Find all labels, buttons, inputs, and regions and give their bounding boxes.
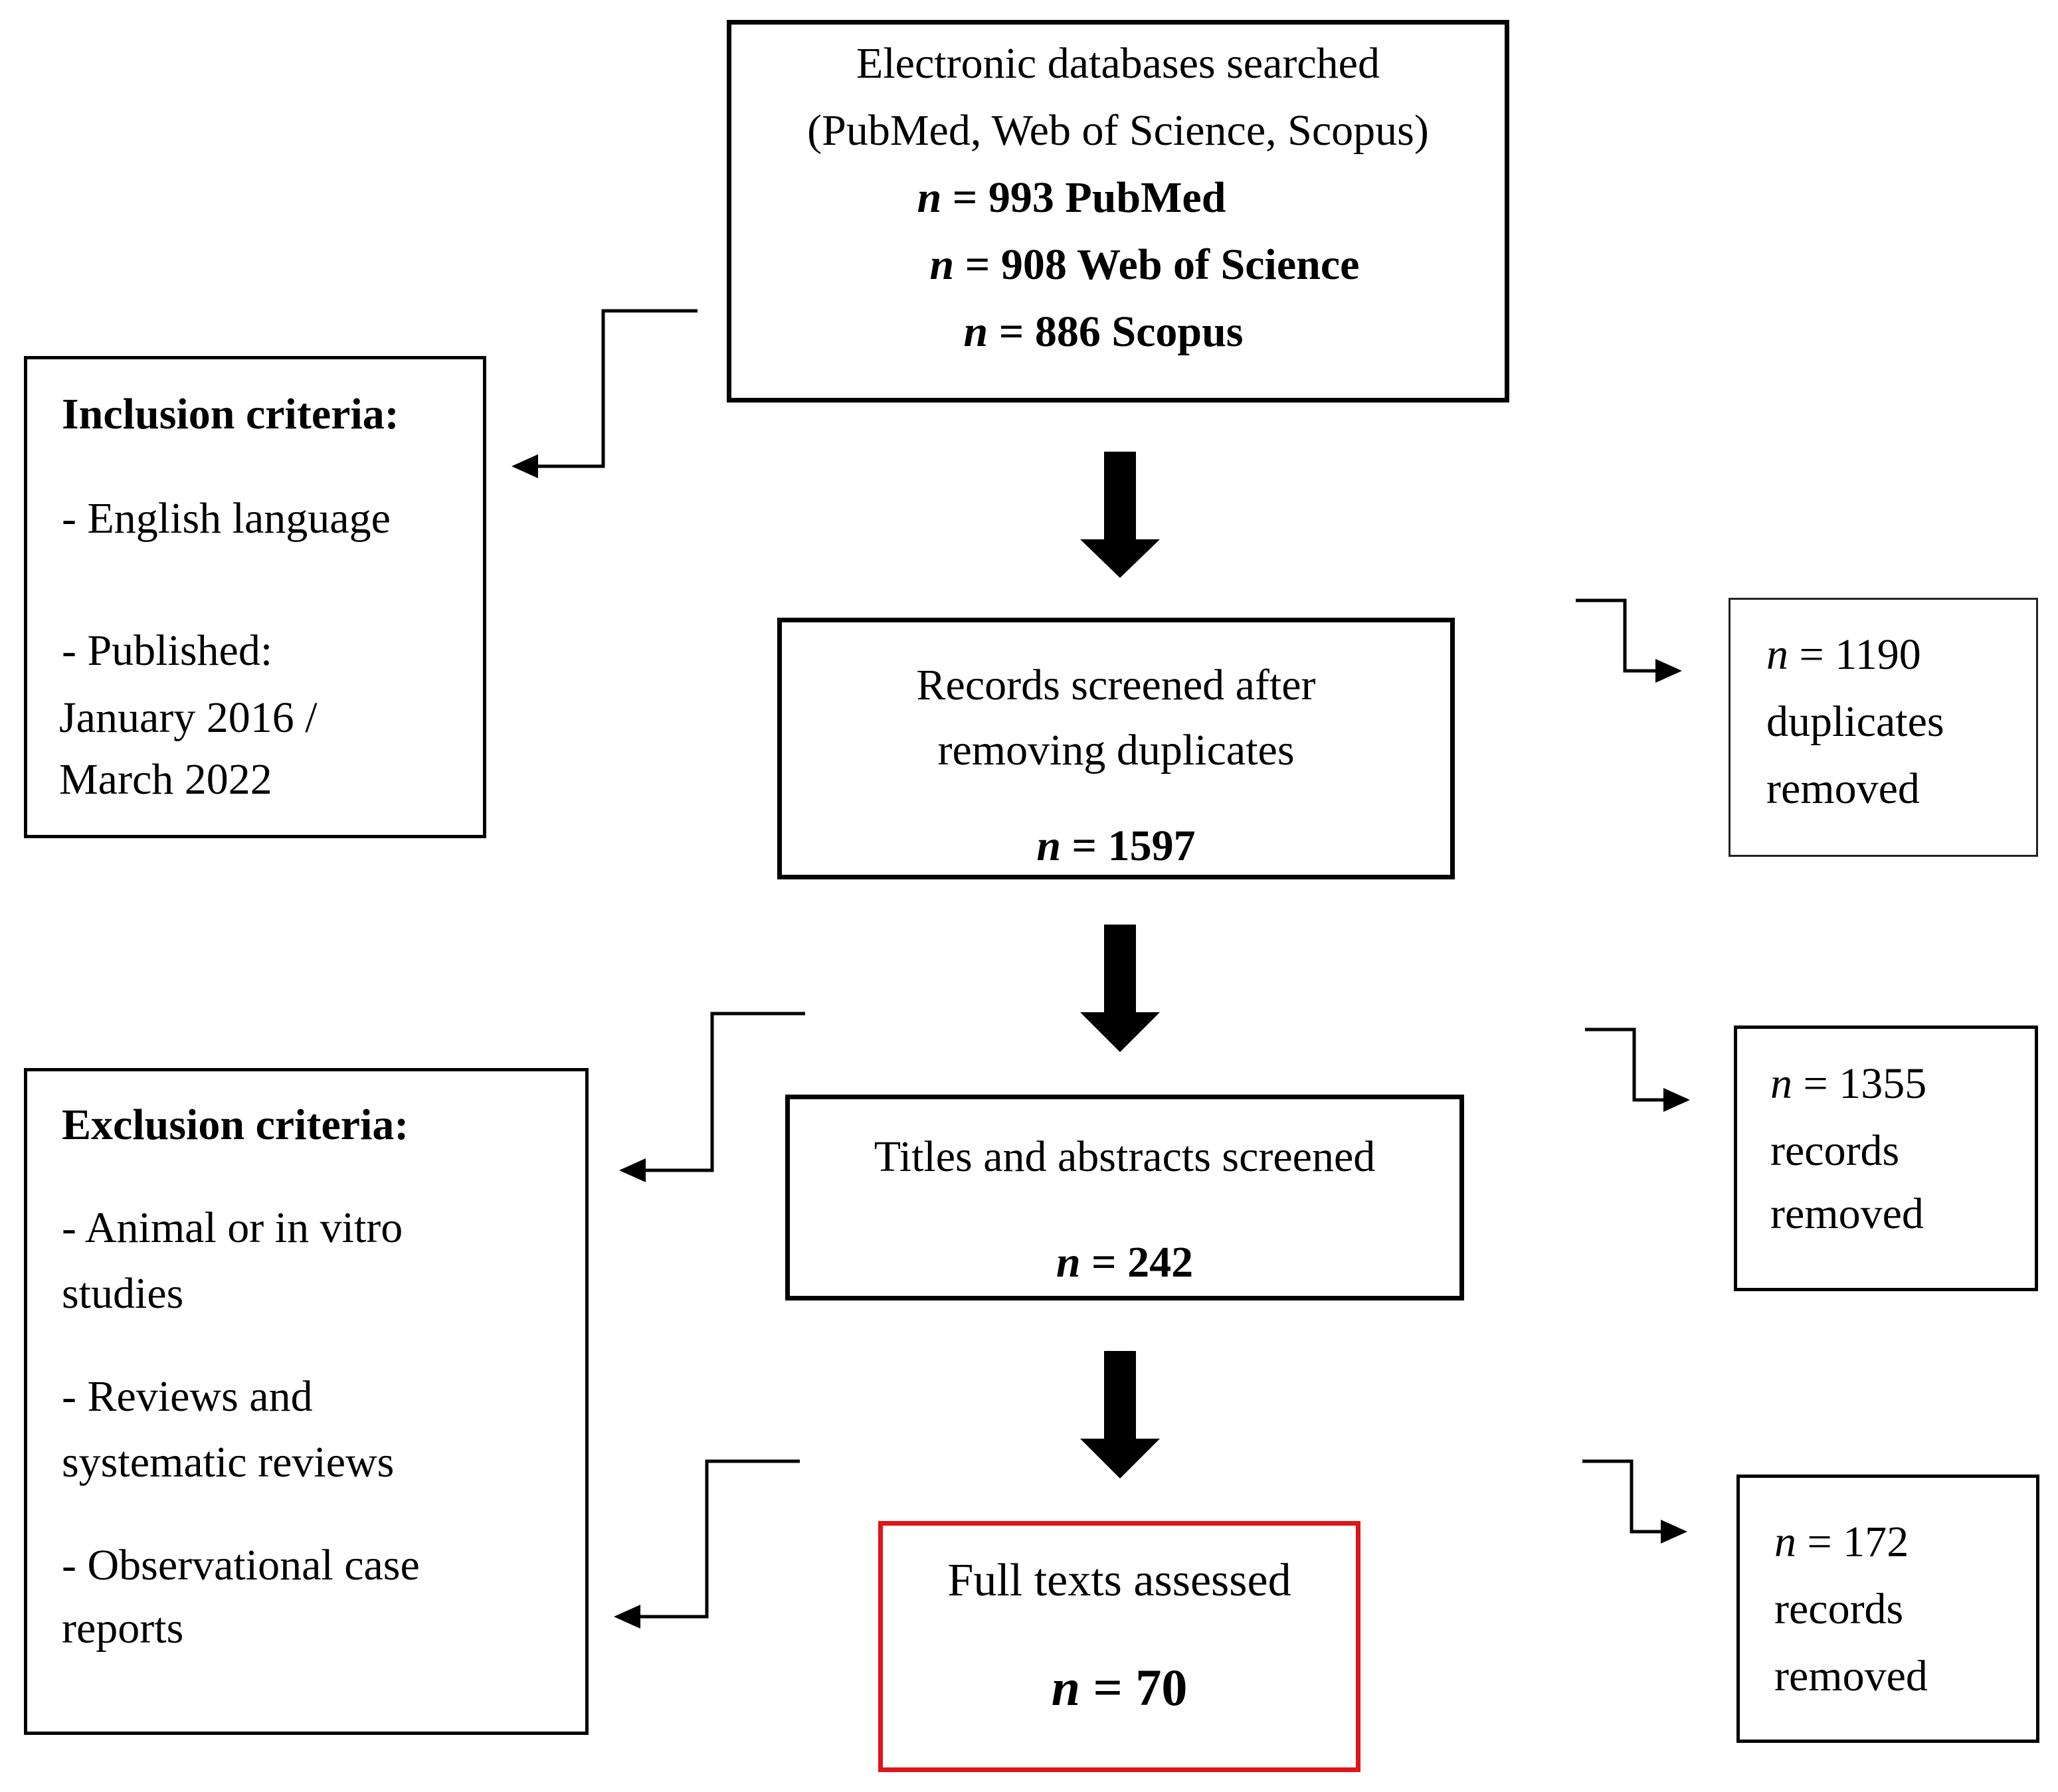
removed2-removed-label: removed bbox=[1774, 1652, 1928, 1700]
removed2-count: n = 172 bbox=[1774, 1518, 1909, 1566]
titles-count: n = 242 bbox=[1056, 1238, 1194, 1287]
duplicates-count: n = 1190 bbox=[1766, 630, 1921, 679]
exclusion-item-observational-l2: reports bbox=[62, 1604, 184, 1653]
records-removed-box-2: n = 172 records removed bbox=[1736, 1475, 2039, 1743]
exclusion-criteria-box: Exclusion criteria: - Animal or in vitro… bbox=[24, 1068, 589, 1735]
right-arrow-removed-2 bbox=[1582, 1459, 1687, 1544]
inclusion-item-published-l3: March 2022 bbox=[59, 755, 272, 804]
inclusion-item-language: - English language bbox=[62, 494, 391, 543]
screened-line1: Records screened after bbox=[916, 661, 1316, 709]
removed2-label: records bbox=[1774, 1585, 1904, 1633]
duplicates-removed-label: removed bbox=[1766, 764, 1920, 813]
count-wos: n = 908 Web of Science bbox=[929, 240, 1360, 289]
full-texts-box: Full texts assessed n = 70 bbox=[878, 1521, 1360, 1772]
removed1-count: n = 1355 bbox=[1770, 1059, 1927, 1108]
inclusion-criteria-box: Inclusion criteria: - English language -… bbox=[24, 356, 486, 838]
exclusion-item-observational: - Observational case bbox=[62, 1541, 420, 1589]
down-arrow-2 bbox=[1080, 925, 1160, 1052]
databases-line2: (PubMed, Web of Science, Scopus) bbox=[807, 106, 1429, 155]
exclusion-title: Exclusion criteria: bbox=[62, 1101, 409, 1149]
records-screened-box: Records screened after removing duplicat… bbox=[777, 618, 1455, 879]
exclusion-item-animal: - Animal or in vitro bbox=[62, 1204, 403, 1252]
removed1-removed-label: removed bbox=[1770, 1190, 1924, 1238]
removed1-label: records bbox=[1770, 1126, 1900, 1175]
databases-line1: Electronic databases searched bbox=[856, 39, 1380, 88]
fulltext-line1: Full texts assessed bbox=[947, 1555, 1291, 1606]
count-pubmed: n = 993 PubMed bbox=[917, 173, 1226, 222]
records-removed-box-1: n = 1355 records removed bbox=[1734, 1026, 2038, 1291]
fulltext-count: n = 70 bbox=[1051, 1658, 1188, 1716]
left-arrow-exclusion-1 bbox=[619, 1012, 805, 1182]
titles-line1: Titles and abstracts screened bbox=[874, 1132, 1376, 1181]
inclusion-title: Inclusion criteria: bbox=[62, 390, 399, 438]
duplicates-label: duplicates bbox=[1766, 697, 1944, 746]
down-arrow-3 bbox=[1080, 1351, 1160, 1478]
inclusion-item-published-l2: January 2016 / bbox=[59, 693, 318, 742]
screened-count: n = 1597 bbox=[1036, 822, 1196, 870]
exclusion-item-reviews: - Reviews and bbox=[62, 1372, 313, 1421]
inclusion-item-published: - Published: bbox=[62, 626, 273, 675]
count-scopus: n = 886 Scopus bbox=[963, 308, 1244, 356]
titles-abstracts-box: Titles and abstracts screened n = 242 bbox=[785, 1095, 1464, 1300]
duplicates-removed-box: n = 1190 duplicates removed bbox=[1729, 598, 2038, 857]
right-arrow-removed-1 bbox=[1585, 1028, 1690, 1112]
exclusion-item-animal-l2: studies bbox=[62, 1269, 184, 1318]
left-arrow-exclusion-2 bbox=[614, 1459, 800, 1629]
right-arrow-duplicates bbox=[1576, 598, 1682, 683]
screened-line2: removing duplicates bbox=[937, 726, 1295, 774]
databases-box: Electronic databases searched (PubMed, W… bbox=[727, 20, 1509, 403]
exclusion-item-reviews-l2: systematic reviews bbox=[62, 1438, 395, 1486]
down-arrow-1 bbox=[1080, 452, 1160, 578]
left-arrow-inclusion bbox=[512, 309, 698, 478]
